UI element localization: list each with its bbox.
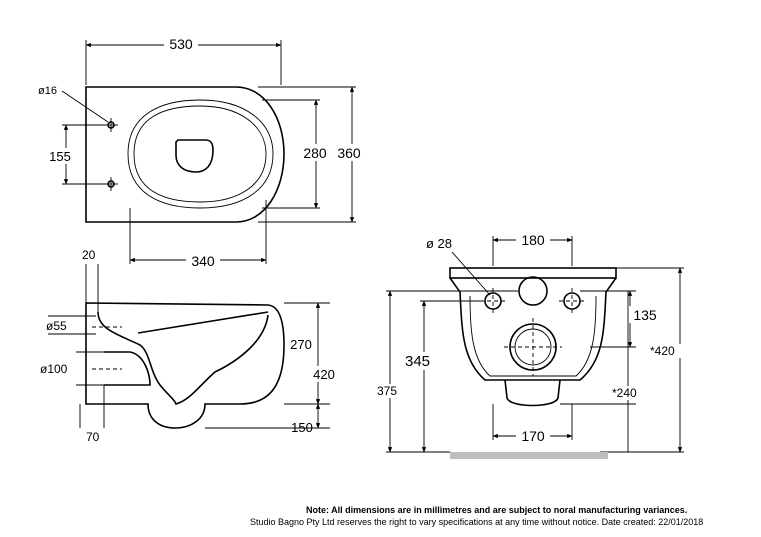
dim-70: 70 [86,430,100,444]
dim-420-rear: *420 [650,344,675,358]
side-view: 20 ø55 ø100 70 270 420 150 [40,248,338,444]
dim-360: 360 [337,145,361,161]
rear-view-outline [449,277,617,381]
dim-hole-dia: ø16 [38,85,57,97]
dim-155: 155 [49,149,71,164]
dim-20: 20 [82,248,96,262]
dim-135: 135 [633,307,657,323]
dim-530: 530 [169,36,193,52]
dim-fixing-hole-dia: ø 28 [426,236,452,251]
dim-outlet-dia: ø100 [40,362,68,376]
note-line-2: Studio Bagno Pty Ltd reserves the right … [250,517,704,527]
side-view-outline [85,302,285,429]
top-view-outline [85,86,285,223]
dim-280: 280 [303,145,327,161]
rear-view: ø 28 180 135 *420 *240 345 [376,232,684,459]
rear-view-inlet [518,276,548,306]
dim-170: 170 [521,428,545,444]
dim-270: 270 [290,337,312,352]
rear-view-top-slab [449,267,617,279]
floor-line [450,452,608,459]
side-view-outlet [104,351,151,386]
dim-150: 150 [291,420,313,435]
dim-180: 180 [521,232,545,248]
dim-420-side: 420 [313,367,335,382]
side-view-seat-line [137,311,269,334]
dim-375: 375 [377,384,397,398]
dim-240: *240 [612,386,637,400]
dim-345: 345 [405,353,430,370]
dim-340: 340 [191,253,215,269]
side-view-bowl-inner [97,311,269,405]
rear-view-foot [504,379,561,407]
top-view-seat [127,99,274,209]
top-view-seat-inner [133,105,267,203]
dim-inlet-dia: ø55 [46,319,67,333]
top-view: 530 ø16 155 280 360 340 [38,36,364,269]
note-line-1: Note: All dimensions are in millimetres … [306,505,688,515]
top-view-flush-outlet [175,139,214,173]
